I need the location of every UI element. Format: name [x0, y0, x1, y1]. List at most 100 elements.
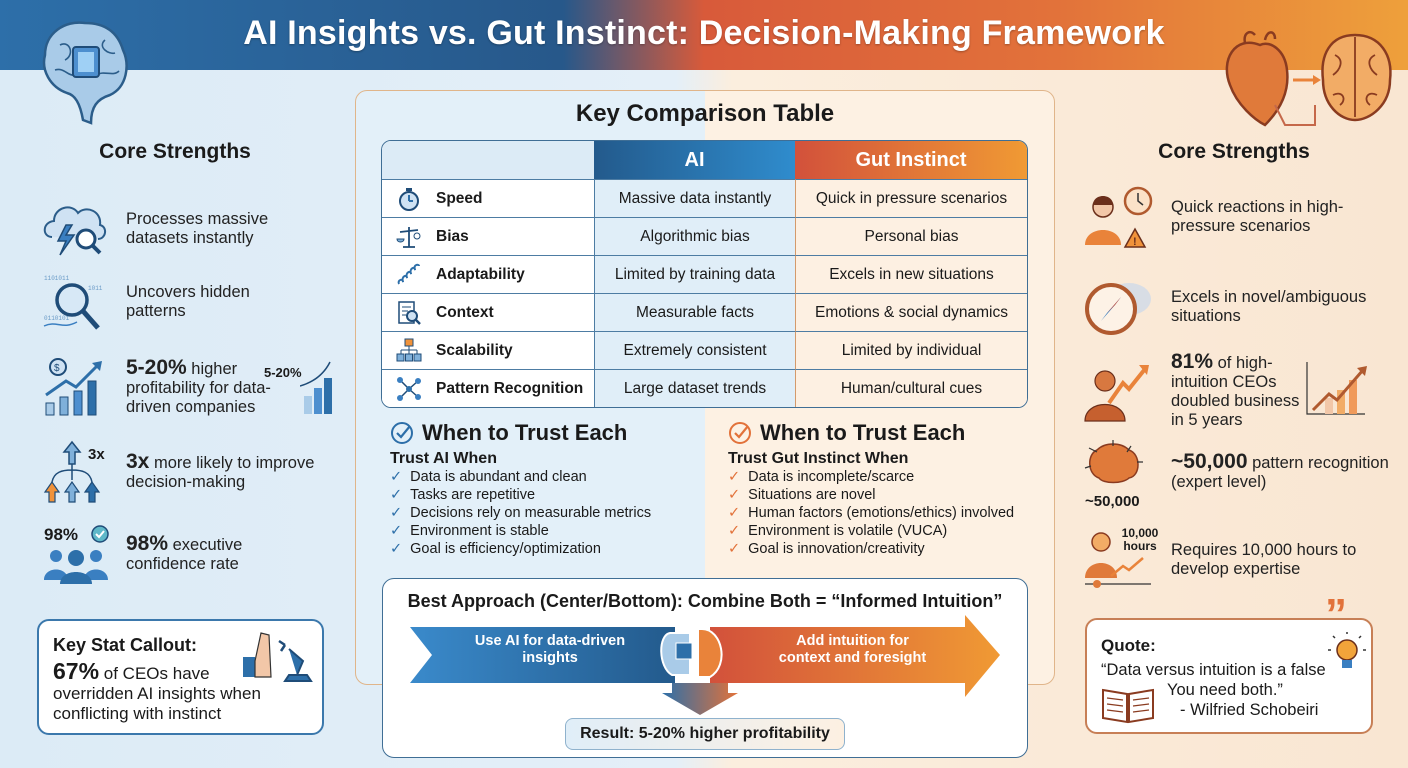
- ai-arrow-label: Use AI for data-driven insights: [474, 633, 626, 666]
- table-row: Speed Massive data instantly Quick in pr…: [382, 179, 1027, 217]
- result-badge: Result: 5-20% higher profitability: [565, 718, 845, 750]
- feature-cell: Context: [382, 293, 594, 331]
- lightbulb-icon: [1328, 632, 1366, 668]
- ai-strength-item: 3x more likely to improve decision-makin…: [42, 440, 336, 504]
- svg-text:1011: 1011: [88, 285, 103, 292]
- ai-strength-item: 98% executive confidence rate: [42, 522, 296, 586]
- heart-to-brain-icon: [1225, 31, 1392, 127]
- gut-cell: Personal bias: [795, 217, 1027, 255]
- list-item: ✓Goal is efficiency/optimization: [390, 541, 601, 557]
- ai-cell: Limited by training data: [594, 255, 795, 293]
- gut-strength-item: 81% of high-intuition CEOs doubled busin…: [1083, 350, 1311, 430]
- 3x-badge: 3x: [88, 446, 105, 463]
- callout-title: Key Stat Callout:: [53, 635, 198, 655]
- gut-strength-text: 81% of high-intuition CEOs doubled busin…: [1171, 350, 1311, 430]
- feature-cell: Scalability: [382, 331, 594, 369]
- ai-cell: Measurable facts: [594, 293, 795, 331]
- stat-value: 3x: [126, 450, 150, 473]
- ai-strengths-heading: Core Strengths: [99, 140, 251, 163]
- trust-gut-heading: When to Trust Each: [728, 420, 1014, 446]
- trust-ai-subheading: Trust AI When: [390, 450, 497, 467]
- 10000-hours-badge: 10,000 hours: [1121, 526, 1159, 553]
- ai-cell: Large dataset trends: [594, 369, 795, 407]
- compass-icon: [1085, 283, 1151, 335]
- gut-strength-text: Quick reactions in high-pressure scenari…: [1171, 198, 1344, 235]
- gut-strength-item: ~50,000 pattern recognition (expert leve…: [1083, 440, 1391, 504]
- list-item: ✓Goal is innovation/creativity: [728, 541, 925, 557]
- check-icon: ✓: [728, 505, 741, 521]
- stat-description: higher profitability for data-driven com…: [126, 359, 271, 416]
- feature-cell: Adaptability: [382, 255, 594, 293]
- cloud-search-icon: [43, 206, 106, 256]
- gut-cell: Emotions & social dynamics: [795, 293, 1027, 331]
- quote-line-1: “Data versus intuition is a false: [1101, 661, 1326, 679]
- intuition-arrow-label: Add intuition for context and foresight: [778, 633, 927, 666]
- stat-value: 5-20%: [126, 355, 187, 379]
- stat-value: 81%: [1171, 350, 1214, 373]
- check-icon: ✓: [390, 523, 403, 539]
- brain-network-icon: [1084, 440, 1143, 484]
- gut-strength-text: Excels in novel/ambiguous situations: [1171, 288, 1367, 325]
- trust-ai-list: ✓Data is abundant and clean ✓Tasks are r…: [390, 468, 651, 558]
- ai-cell: Massive data instantly: [594, 179, 795, 217]
- callout-description: of CEOs have overridden AI insights when…: [53, 664, 261, 723]
- check-circle-icon: [729, 422, 751, 444]
- feature-label: Speed: [436, 189, 483, 207]
- feature-label: Context: [436, 303, 494, 321]
- scales-icon: [396, 226, 421, 248]
- hand-stop-robot-icon: [243, 632, 313, 682]
- ai-arrow: [410, 627, 675, 683]
- open-book-icon: [1102, 688, 1154, 724]
- combine-arrows-graphic: [410, 615, 1000, 715]
- ai-strengths-panel: Core Strengths: [10, 140, 350, 164]
- quote-mark-icon: ”: [1325, 590, 1347, 639]
- gut-strengths-panel: Core Strengths: [1060, 140, 1408, 164]
- ai-cell: Algorithmic bias: [594, 217, 795, 255]
- gut-cell: Excels in new situations: [795, 255, 1027, 293]
- stat-description: executive confidence rate: [126, 536, 243, 573]
- header-ai: AI: [594, 141, 795, 179]
- mini-bar-chart-icon: [300, 361, 332, 414]
- list-item: ✓Environment is volatile (VUCA): [728, 523, 948, 539]
- network-icon: [397, 376, 421, 401]
- list-item: ✓Human factors (emotions/ethics) involve…: [728, 505, 1015, 521]
- check-icon: ✓: [390, 487, 403, 503]
- list-item: ✓Tasks are repetitive: [390, 487, 536, 503]
- svg-text:1101011: 1101011: [44, 275, 70, 282]
- hierarchy-icon: [396, 338, 422, 361]
- trust-gut-list: ✓Data is incomplete/scarce ✓Situations a…: [728, 468, 1014, 558]
- comparison-table: AI Gut Instinct Speed Massive data insta…: [381, 140, 1028, 408]
- gut-strength-text: ~50,000 pattern recognition (expert leve…: [1171, 450, 1391, 492]
- 98-badge: 98%: [44, 525, 79, 544]
- document-search-icon: [398, 300, 421, 325]
- quote-box: Quote: “Data versus intuition is a false…: [1085, 618, 1373, 734]
- stat-value: ~50,000: [1171, 450, 1248, 473]
- feature-cell: Speed: [382, 179, 594, 217]
- ai-strength-text: 98% executive confidence rate: [126, 532, 296, 574]
- table-row: Bias Algorithmic bias Personal bias: [382, 217, 1027, 255]
- ai-strength-item: Processes massive datasets instantly: [42, 197, 296, 261]
- header-banner: AI Insights vs. Gut Instinct: Decision-M…: [0, 0, 1408, 70]
- gut-strength-text: Requires 10,000 hours to develop experti…: [1171, 541, 1357, 578]
- 50000-badge: ~50,000: [1085, 493, 1140, 510]
- check-icon: ✓: [728, 541, 741, 557]
- feature-label: Adaptability: [436, 265, 525, 283]
- list-item: ✓Data is abundant and clean: [390, 469, 587, 485]
- person-clock-alert-icon: !: [1085, 186, 1153, 248]
- gut-strength-item: Requires 10,000 hours to develop experti…: [1083, 528, 1381, 592]
- trust-ai-section: When to Trust Each Trust AI When ✓Data i…: [390, 420, 651, 558]
- gut-cell: Limited by individual: [795, 331, 1027, 369]
- heart-half-icon: [697, 628, 723, 678]
- table-row: Scalability Extremely consistent Limited…: [382, 331, 1027, 369]
- stat-value: 98%: [126, 532, 169, 555]
- feature-cell: Pattern Recognition: [382, 369, 594, 407]
- quote-author: - Wilfried Schobeiri: [1180, 701, 1319, 719]
- table-row: Pattern Recognition Large dataset trends…: [382, 369, 1027, 407]
- header-gut-instinct: Gut Instinct: [795, 141, 1027, 179]
- team-check-icon: [44, 525, 109, 584]
- person-progress-icon: [1085, 532, 1151, 588]
- quote-line-2: You need both.”: [1167, 681, 1283, 699]
- feature-label: Bias: [436, 227, 469, 245]
